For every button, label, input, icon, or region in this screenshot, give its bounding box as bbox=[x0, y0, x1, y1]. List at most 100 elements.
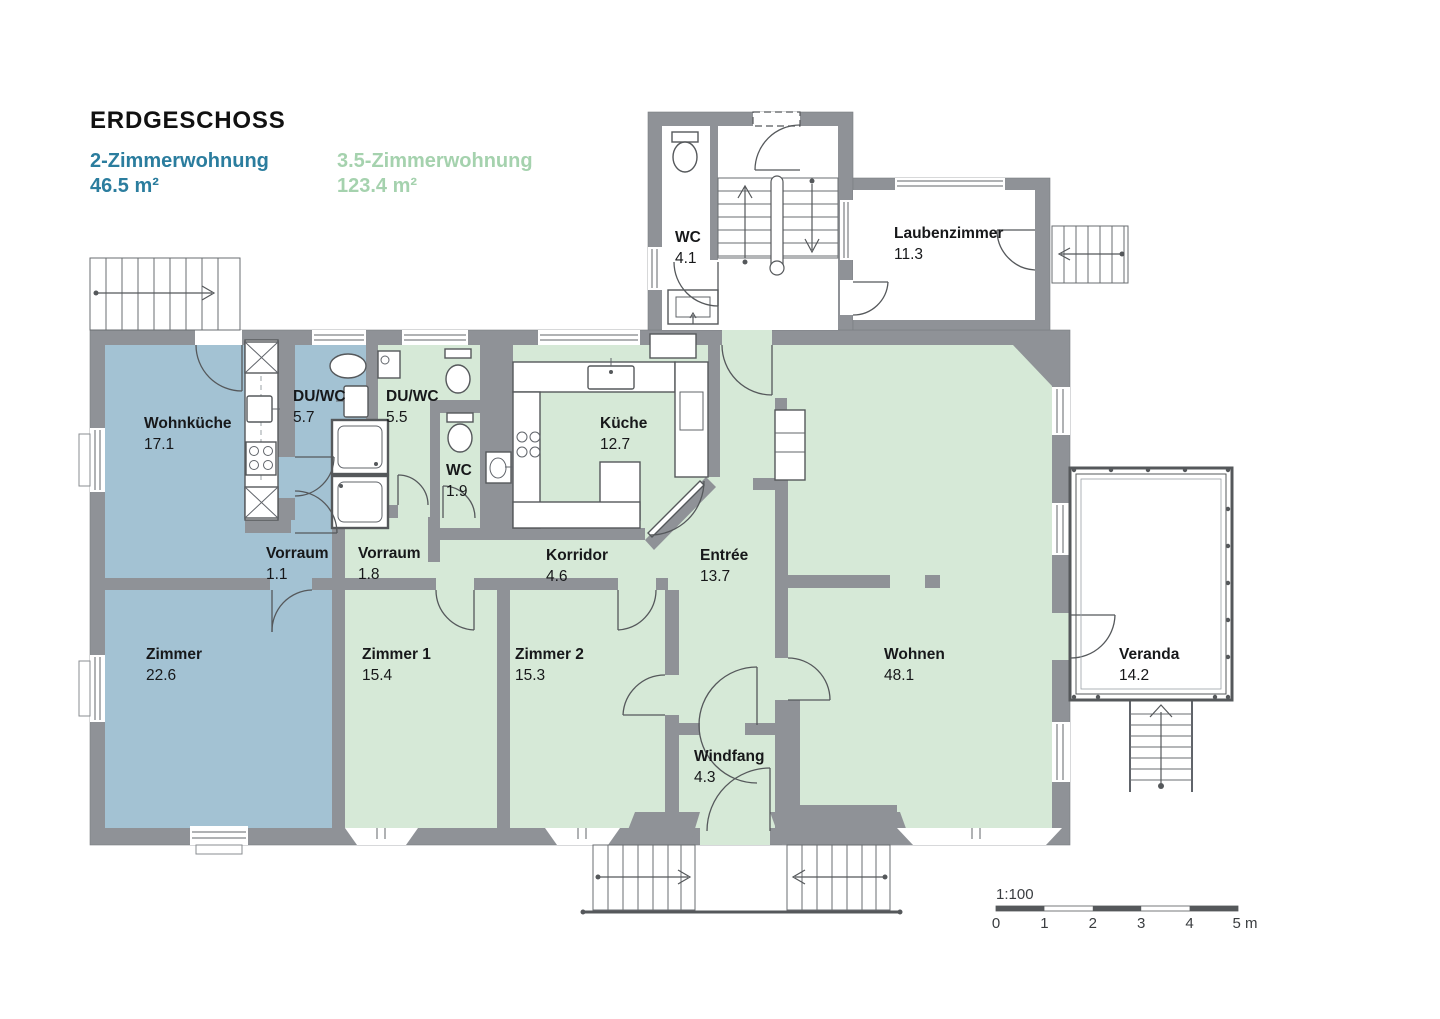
room-label: Zimmer bbox=[146, 646, 202, 663]
wall-segment bbox=[497, 590, 510, 828]
wall-segment bbox=[277, 498, 295, 520]
wall-segment bbox=[665, 590, 679, 675]
room-area: 5.5 bbox=[386, 409, 408, 426]
handrail-icon bbox=[770, 175, 784, 272]
sink-icon bbox=[336, 385, 369, 418]
window bbox=[1052, 503, 1070, 555]
room-label: Küche bbox=[600, 415, 648, 432]
wall-segment bbox=[753, 478, 775, 490]
door-gap-entree bbox=[722, 330, 772, 345]
stair-opening-dashed bbox=[752, 111, 801, 127]
room-area: 1.1 bbox=[266, 566, 288, 583]
scale-tick: 0 bbox=[992, 915, 1000, 932]
south-stair-left bbox=[592, 844, 696, 911]
door-gap-wohnkueche bbox=[195, 330, 242, 345]
door-swing bbox=[397, 474, 429, 506]
toilet-icon bbox=[329, 353, 367, 379]
wall-segment bbox=[480, 345, 513, 530]
south-stair-right bbox=[786, 844, 891, 911]
door-swing bbox=[294, 456, 335, 497]
door-swing bbox=[617, 589, 657, 631]
door-swing bbox=[721, 344, 773, 396]
legend-apartment35-area: 123.4 m² bbox=[337, 175, 417, 197]
window bbox=[1052, 387, 1070, 435]
room-label: Vorraum bbox=[266, 545, 329, 562]
room-label: Windfang bbox=[694, 748, 764, 765]
exterior-stair-northwest bbox=[89, 257, 241, 331]
door-swing bbox=[435, 589, 475, 631]
window bbox=[897, 828, 1062, 845]
room-area: 4.3 bbox=[694, 769, 716, 786]
wall-segment bbox=[388, 505, 398, 518]
room-area: 5.7 bbox=[293, 409, 315, 426]
stairs bbox=[89, 175, 1193, 915]
wall-segment bbox=[788, 575, 890, 588]
room-label: Zimmer 1 bbox=[362, 646, 431, 663]
room-area: 1.9 bbox=[446, 483, 468, 500]
toilet-icon bbox=[444, 348, 472, 394]
room-label: WC bbox=[446, 462, 472, 479]
room-area: 17.1 bbox=[144, 436, 174, 453]
scale-tick: 3 bbox=[1137, 915, 1145, 932]
door-swing bbox=[996, 229, 1036, 271]
wall-segment bbox=[430, 505, 440, 518]
room-area: 48.1 bbox=[884, 667, 914, 684]
sink-icon bbox=[246, 395, 273, 423]
door-swing bbox=[622, 674, 666, 716]
door-swing bbox=[754, 124, 801, 171]
room-label: WC bbox=[675, 229, 701, 246]
window bbox=[312, 330, 366, 345]
wall-segment bbox=[708, 345, 720, 477]
room-labels: WC 4.1 Laubenzimmer 11.3 Wohnküche 17.1 … bbox=[144, 225, 1180, 786]
window bbox=[538, 330, 640, 345]
washing-machine-icon bbox=[377, 350, 401, 379]
wall-segment bbox=[277, 345, 295, 457]
door-swing bbox=[195, 344, 243, 392]
wall-segment bbox=[430, 528, 645, 540]
wall-segment bbox=[770, 812, 912, 845]
legend-apartment2-area: 46.5 m² bbox=[90, 175, 159, 197]
veranda-structure bbox=[1068, 466, 1234, 702]
appliance-icon bbox=[649, 333, 697, 359]
veranda-posts bbox=[1071, 467, 1231, 700]
wall-segment bbox=[105, 578, 270, 590]
entrance-mat-icon bbox=[667, 289, 719, 325]
wall-segment bbox=[474, 578, 618, 590]
wall-segment bbox=[430, 400, 440, 505]
stairwell-stairs bbox=[717, 175, 839, 276]
toilet-icon bbox=[671, 131, 699, 173]
page-title: ERDGESCHOSS bbox=[90, 107, 286, 134]
scale-tick: 2 bbox=[1089, 915, 1097, 932]
door-swing bbox=[1069, 614, 1116, 659]
room-area: 15.4 bbox=[362, 667, 393, 684]
door-swing bbox=[294, 490, 338, 534]
window bbox=[895, 178, 1005, 190]
room-label: Korridor bbox=[546, 547, 608, 564]
door-swing bbox=[787, 657, 831, 701]
scale-tick: 1 bbox=[1040, 915, 1048, 932]
kitchen-counter-kueche bbox=[485, 333, 709, 529]
wall-segment bbox=[710, 126, 718, 260]
window bbox=[545, 828, 620, 845]
doors bbox=[195, 124, 1116, 832]
room-label: Laubenzimmer bbox=[894, 225, 1003, 242]
room-label: DU/WC bbox=[386, 388, 439, 405]
windows bbox=[78, 111, 1070, 855]
room-area: 13.7 bbox=[700, 568, 730, 585]
sink-icon bbox=[485, 451, 513, 484]
window bbox=[1052, 722, 1070, 782]
shower-icon bbox=[330, 418, 390, 476]
room-area: 22.6 bbox=[146, 667, 176, 684]
room-label: DU/WC bbox=[293, 388, 346, 405]
door-swing bbox=[647, 480, 705, 538]
room-area: 15.3 bbox=[515, 667, 545, 684]
room-label: Vorraum bbox=[358, 545, 421, 562]
door-swing bbox=[698, 666, 758, 784]
shower-icon bbox=[330, 474, 390, 530]
room-area: 14.2 bbox=[1119, 667, 1149, 684]
door-gap-laubenzimmer bbox=[840, 280, 853, 315]
window bbox=[648, 247, 662, 290]
header: ERDGESCHOSS 2-Zimmerwohnung 46.5 m² 3.5-… bbox=[90, 107, 533, 197]
door-swing bbox=[673, 261, 719, 307]
